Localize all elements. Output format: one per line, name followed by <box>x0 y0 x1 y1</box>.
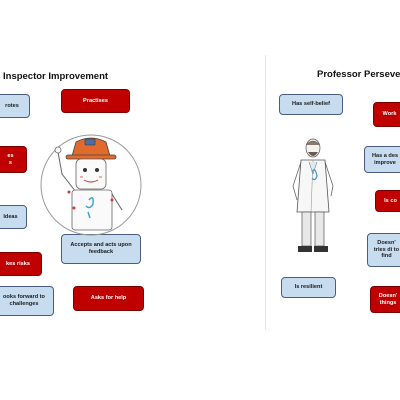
professor-title: Professor Persever <box>317 69 400 80</box>
professor-character-illustration <box>292 138 334 252</box>
concept-box-help: Asks for help <box>73 286 144 311</box>
concept-box-ideas: Ideas <box>0 205 27 229</box>
concept-box-resilient: Is resilient <box>281 277 336 298</box>
concept-box-partial: es s <box>0 146 27 173</box>
concept-box-feedback: Accepts and acts upon feedback <box>61 234 141 264</box>
concept-box-rotes: rotes <box>0 94 30 118</box>
concept-box-doesnt-things: Doesn' things <box>370 286 400 313</box>
concept-box-self-belief: Has self-belief <box>279 94 343 115</box>
panel-divider <box>265 55 266 330</box>
concept-box-work: Work <box>373 102 400 127</box>
inspector-title: Inspector Improvement <box>3 71 109 82</box>
concept-box-practises: Practises <box>61 89 130 113</box>
concept-box-challenges: ooks forward to challenges <box>0 286 54 316</box>
concept-box-risks: kes risks <box>0 252 42 276</box>
concept-box-co: Is co <box>375 190 400 212</box>
inspector-character-illustration <box>40 134 142 236</box>
concept-box-desire: Has a des improve <box>364 146 400 173</box>
concept-box-doesnt-give-up: Doesn' tries di to find <box>367 233 400 267</box>
